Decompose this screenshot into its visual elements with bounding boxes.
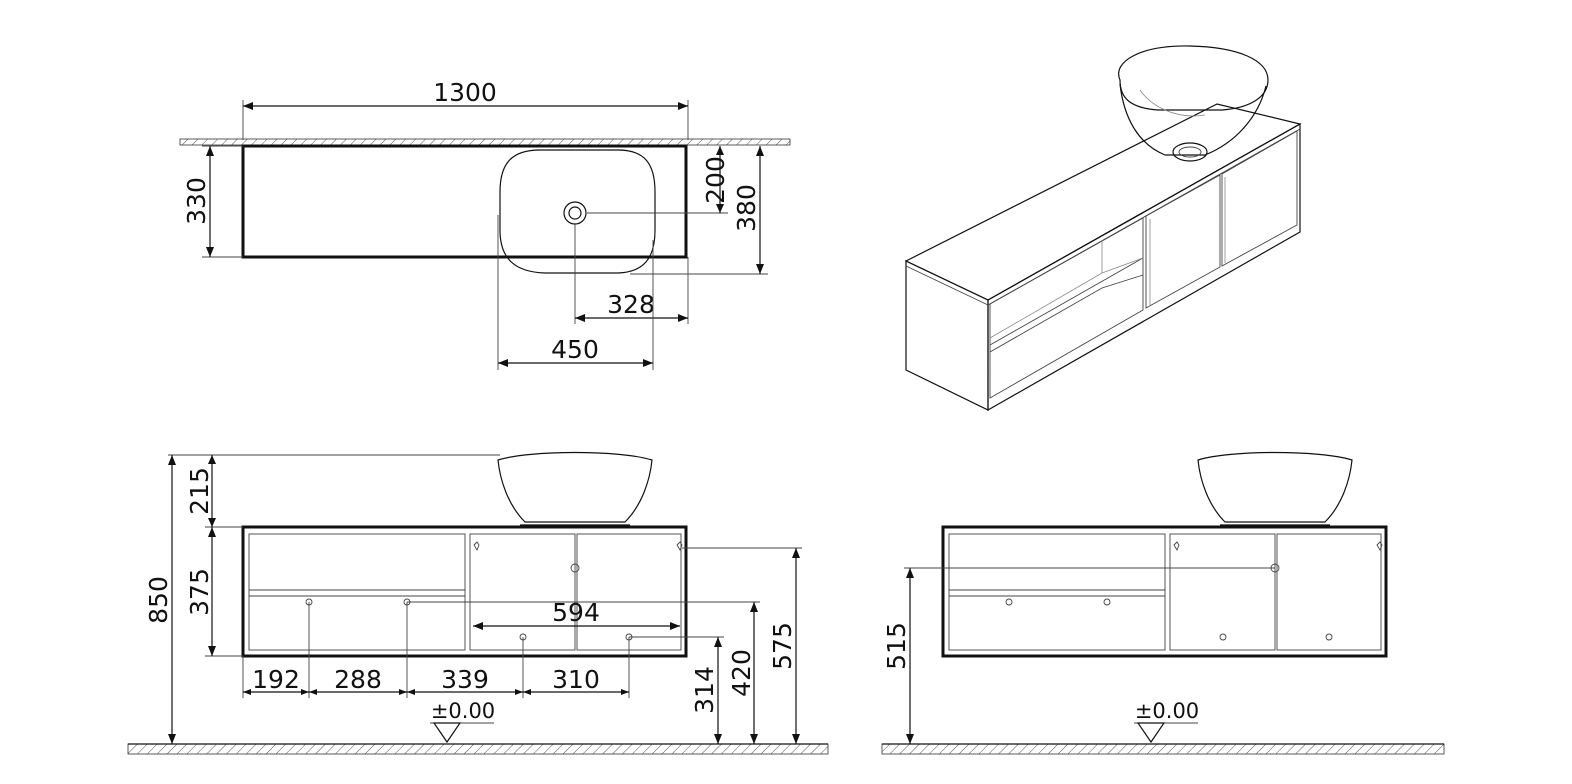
drain-inner [568,206,582,220]
dim-850: 850 [144,576,173,624]
dim-450: 450 [551,335,599,364]
iso-top-surface [904,103,1302,301]
side-open-compartment [948,533,1166,651]
dim-1300: 1300 [433,78,497,107]
dim-515: 515 [882,622,911,670]
front-open-compartment [248,533,466,651]
iso-basin-rim [1118,45,1269,111]
dim-380: 380 [732,184,761,232]
dim-200: 200 [701,156,730,204]
front-elevation: 850 215 375 192 288 339 310 [127,451,829,755]
dim-192: 192 [252,665,300,694]
iso-drain [1172,142,1208,162]
iso-door-right [1221,130,1298,267]
dim-594: 594 [552,598,600,627]
front-door-right [576,533,682,651]
floor-hatch-front [127,743,829,755]
level-marker-front [432,722,462,744]
dim-288: 288 [334,665,382,694]
side-door-right [1276,533,1382,651]
level-marker-side [1136,722,1166,744]
dim-328: 328 [607,290,655,319]
front-door-left [469,533,576,651]
wall-hatch-top [179,138,791,146]
drain-outer [563,201,587,225]
floor-hatch-side [881,743,1445,755]
dim-330: 330 [182,177,211,225]
dim-339: 339 [441,665,489,694]
top-view: 1300 330 200 380 328 450 [179,78,791,370]
basin-plan-outline [499,149,656,274]
iso-front-face [987,122,1301,412]
countertop-plan [241,144,688,259]
dim-310: 310 [552,665,600,694]
side-basin [1197,451,1353,523]
iso-basin-bowl [1119,83,1267,156]
side-elevation: 515 ±0.00 [881,451,1445,755]
isometric-view [904,45,1302,412]
iso-door-left [1145,174,1221,309]
dim-314: 314 [690,666,719,714]
dim-575: 575 [768,622,797,670]
dim-375: 375 [185,568,214,616]
front-basin [497,451,653,523]
floor-level-front: ±0.00 [431,699,495,723]
side-cabinet [941,525,1388,658]
dim-215: 215 [185,467,214,515]
floor-level-side: ±0.00 [1135,699,1199,723]
side-door-left [1169,533,1276,651]
front-cabinet [241,525,688,658]
iso-left-side [905,260,989,411]
iso-open-shelf [989,217,1144,399]
dim-420: 420 [727,649,756,697]
